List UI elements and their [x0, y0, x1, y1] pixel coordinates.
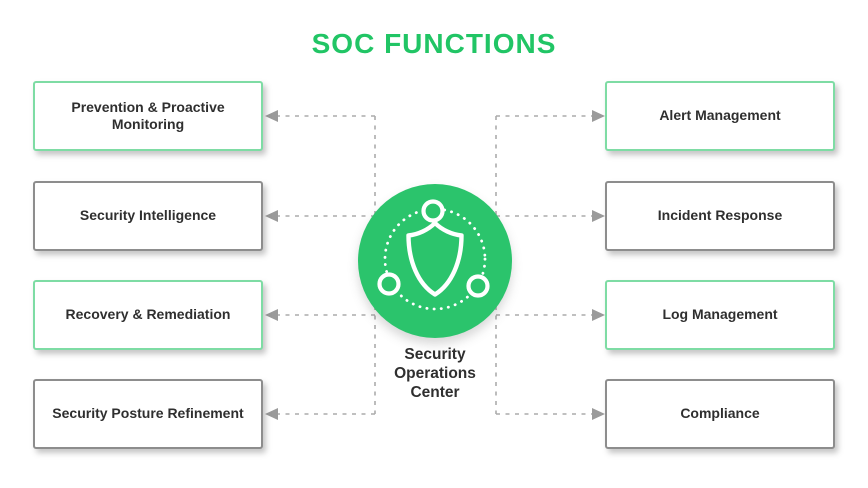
arrowhead-right-2 — [592, 309, 605, 321]
function-box-security-posture-refinement: Security Posture Refinement — [33, 379, 263, 449]
center-label-line: Center — [410, 384, 460, 402]
function-box-recovery-remediation: Recovery & Remediation — [33, 280, 263, 350]
function-box-alert-management: Alert Management — [605, 81, 835, 151]
arrowhead-right-3 — [592, 408, 605, 420]
function-box-label: Security Intelligence — [79, 207, 217, 224]
arrowhead-right-1 — [592, 210, 605, 222]
arrowhead-left-1 — [265, 210, 278, 222]
function-box-log-management: Log Management — [605, 280, 835, 350]
function-box-label: Prevention & Proactive Monitoring — [71, 98, 225, 133]
diagram-title: SOC FUNCTIONS — [311, 28, 557, 59]
function-box-label: Incident Response — [657, 207, 783, 224]
function-box-incident-response: Incident Response — [605, 181, 835, 251]
function-box-label: Alert Management — [659, 107, 781, 124]
center-label-line: Operations — [394, 365, 476, 383]
arrowhead-left-0 — [265, 110, 278, 122]
function-box-security-intelligence: Security Intelligence — [33, 181, 263, 251]
soc-center-circle — [358, 184, 512, 338]
shield-network-icon — [377, 199, 490, 311]
center-label: Security Operations Center — [379, 345, 491, 403]
function-box-label: Compliance — [680, 405, 760, 422]
function-box-label: Security Posture Refinement — [52, 405, 244, 422]
arrowhead-left-2 — [265, 309, 278, 321]
function-box-prevention-proactive-monitoring: Prevention & Proactive Monitoring — [33, 81, 263, 151]
function-box-label: Recovery & Remediation — [65, 306, 231, 323]
function-box-label: Log Management — [662, 306, 778, 323]
center-label-line: Security — [404, 346, 466, 363]
arrowhead-left-3 — [265, 408, 278, 420]
arrowhead-right-0 — [592, 110, 605, 122]
function-box-compliance: Compliance — [605, 379, 835, 449]
